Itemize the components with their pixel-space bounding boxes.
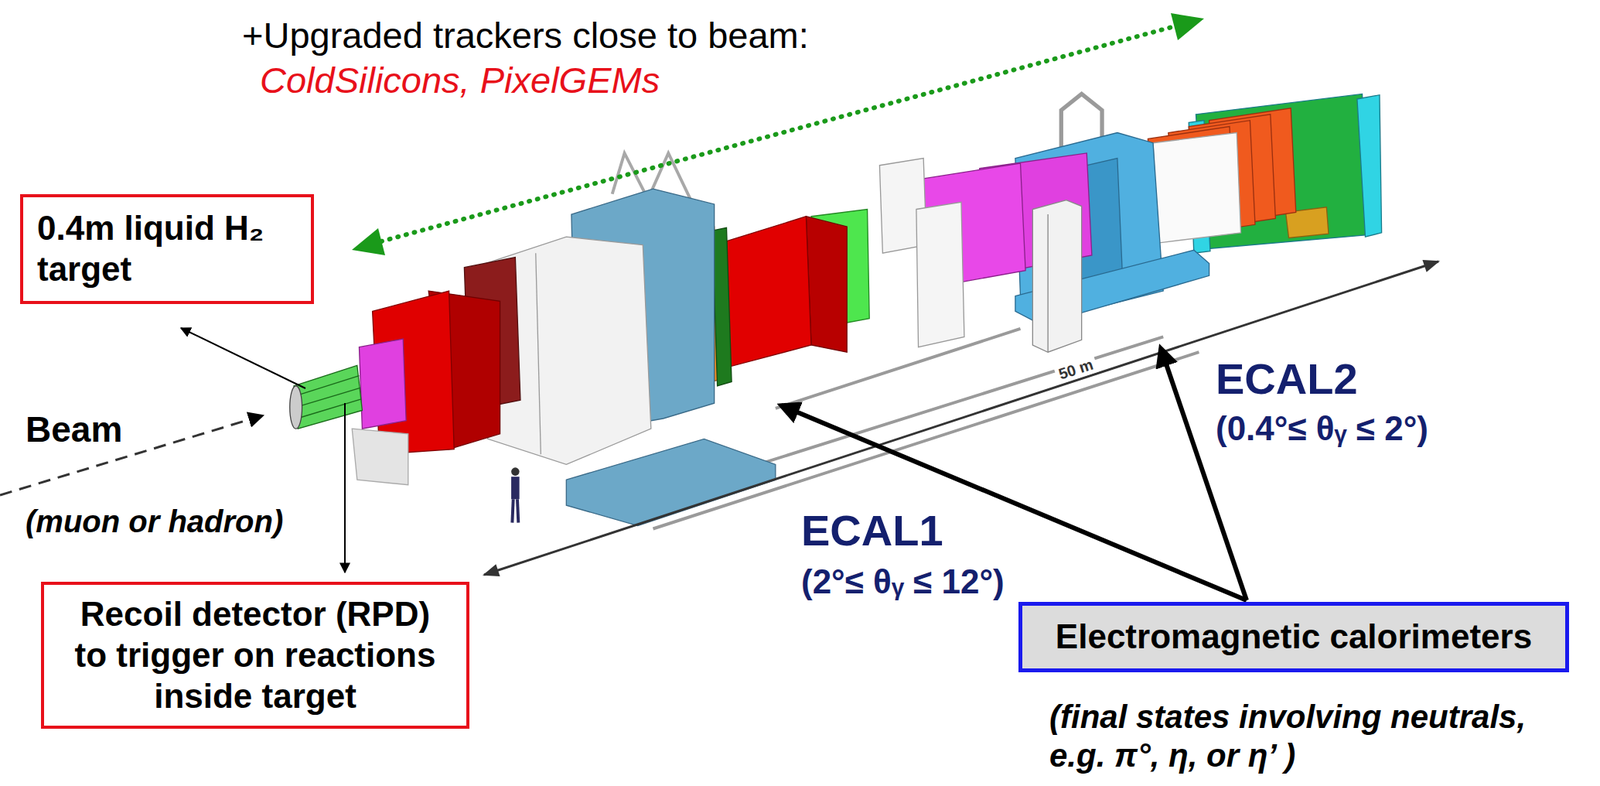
white-pillar [1047,214,1048,352]
beam-label: Beam [25,408,123,451]
rail [652,351,1199,529]
person-figure [517,498,519,522]
tracker-names: ColdSilicons, PixelGEMs [259,58,660,103]
target-cylinder [296,387,361,407]
note-text: +Upgraded trackers close to beam: [242,13,809,58]
angle-range: (0.4°≤ θᵧ ≤ 2°) [1215,408,1429,450]
box-text: 0.4m liquid H₂ target [37,208,297,290]
target-cylinder [289,365,363,429]
box-text: Recoil detector (RPD) to trigger on reac… [67,593,444,717]
target-cylinder [296,399,362,419]
person-figure [511,467,520,522]
spectrometer-illustration [289,93,1382,529]
target-cylinder [294,375,359,396]
beam-note: (muon or hadron) [25,502,284,540]
magnet-sm2 [714,216,848,368]
cyan-panel [1357,95,1382,237]
magnet-sm2 [805,216,847,352]
calorimeter-box: Electromagnetic calorimeters [1018,601,1570,673]
orange-panel [712,227,732,386]
white-panel [1153,133,1241,244]
person-figure [511,467,520,476]
leader-line [180,327,306,389]
arrowhead [1170,13,1205,41]
target-cylinder [289,385,303,429]
magenta-frame [358,338,406,429]
white-panel [879,158,965,348]
person-figure [511,498,513,522]
target-box: 0.4m liquid H₂ target [20,194,314,304]
white-panel [916,201,965,347]
recoil-box: Recoil detector (RPD) to trigger on reac… [40,581,470,729]
target-base [351,428,409,485]
person-figure [511,476,520,499]
white-panel [1153,133,1241,244]
white-pillar [1032,200,1082,353]
ecal-label: ECAL2 [1215,352,1358,405]
white-pillar [1032,200,1082,353]
note-text: (final states involving neutrals, e.g. π… [1049,697,1553,776]
arrowhead [351,228,386,256]
target-base [351,428,409,485]
tracker-range [381,26,1175,242]
magenta-frame [358,338,406,429]
ecal-label: ECAL1 [801,504,944,557]
orange-panels [1147,108,1296,243]
rich-vessel [535,252,542,454]
box-text: Electromagnetic calorimeters [1031,616,1556,658]
angle-range: (2°≤ θᵧ ≤ 12°) [801,561,1005,603]
scale-axis [484,261,1439,575]
leader-line [344,402,346,573]
target-cylinder [293,365,362,429]
